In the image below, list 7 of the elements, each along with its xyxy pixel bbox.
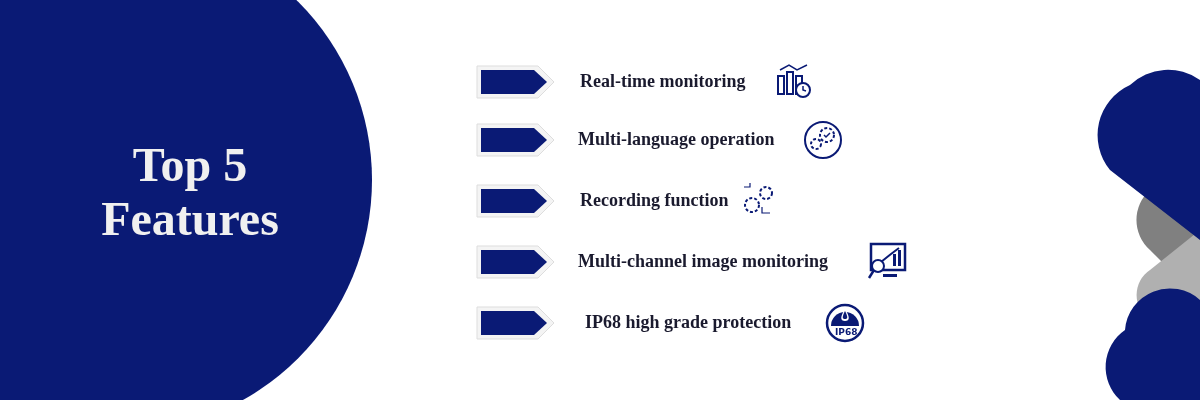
icon-caption: IP68	[835, 327, 858, 337]
feature-label: Multi-channel image monitoring	[578, 251, 828, 272]
title: Top 5 Features	[100, 138, 280, 246]
feature-label: Recording function	[580, 190, 729, 211]
feature-label: IP68 high grade protection	[585, 312, 792, 333]
feature-label: Real-time monitoring	[580, 71, 746, 92]
feature-label: Multi-language operation	[578, 129, 775, 150]
